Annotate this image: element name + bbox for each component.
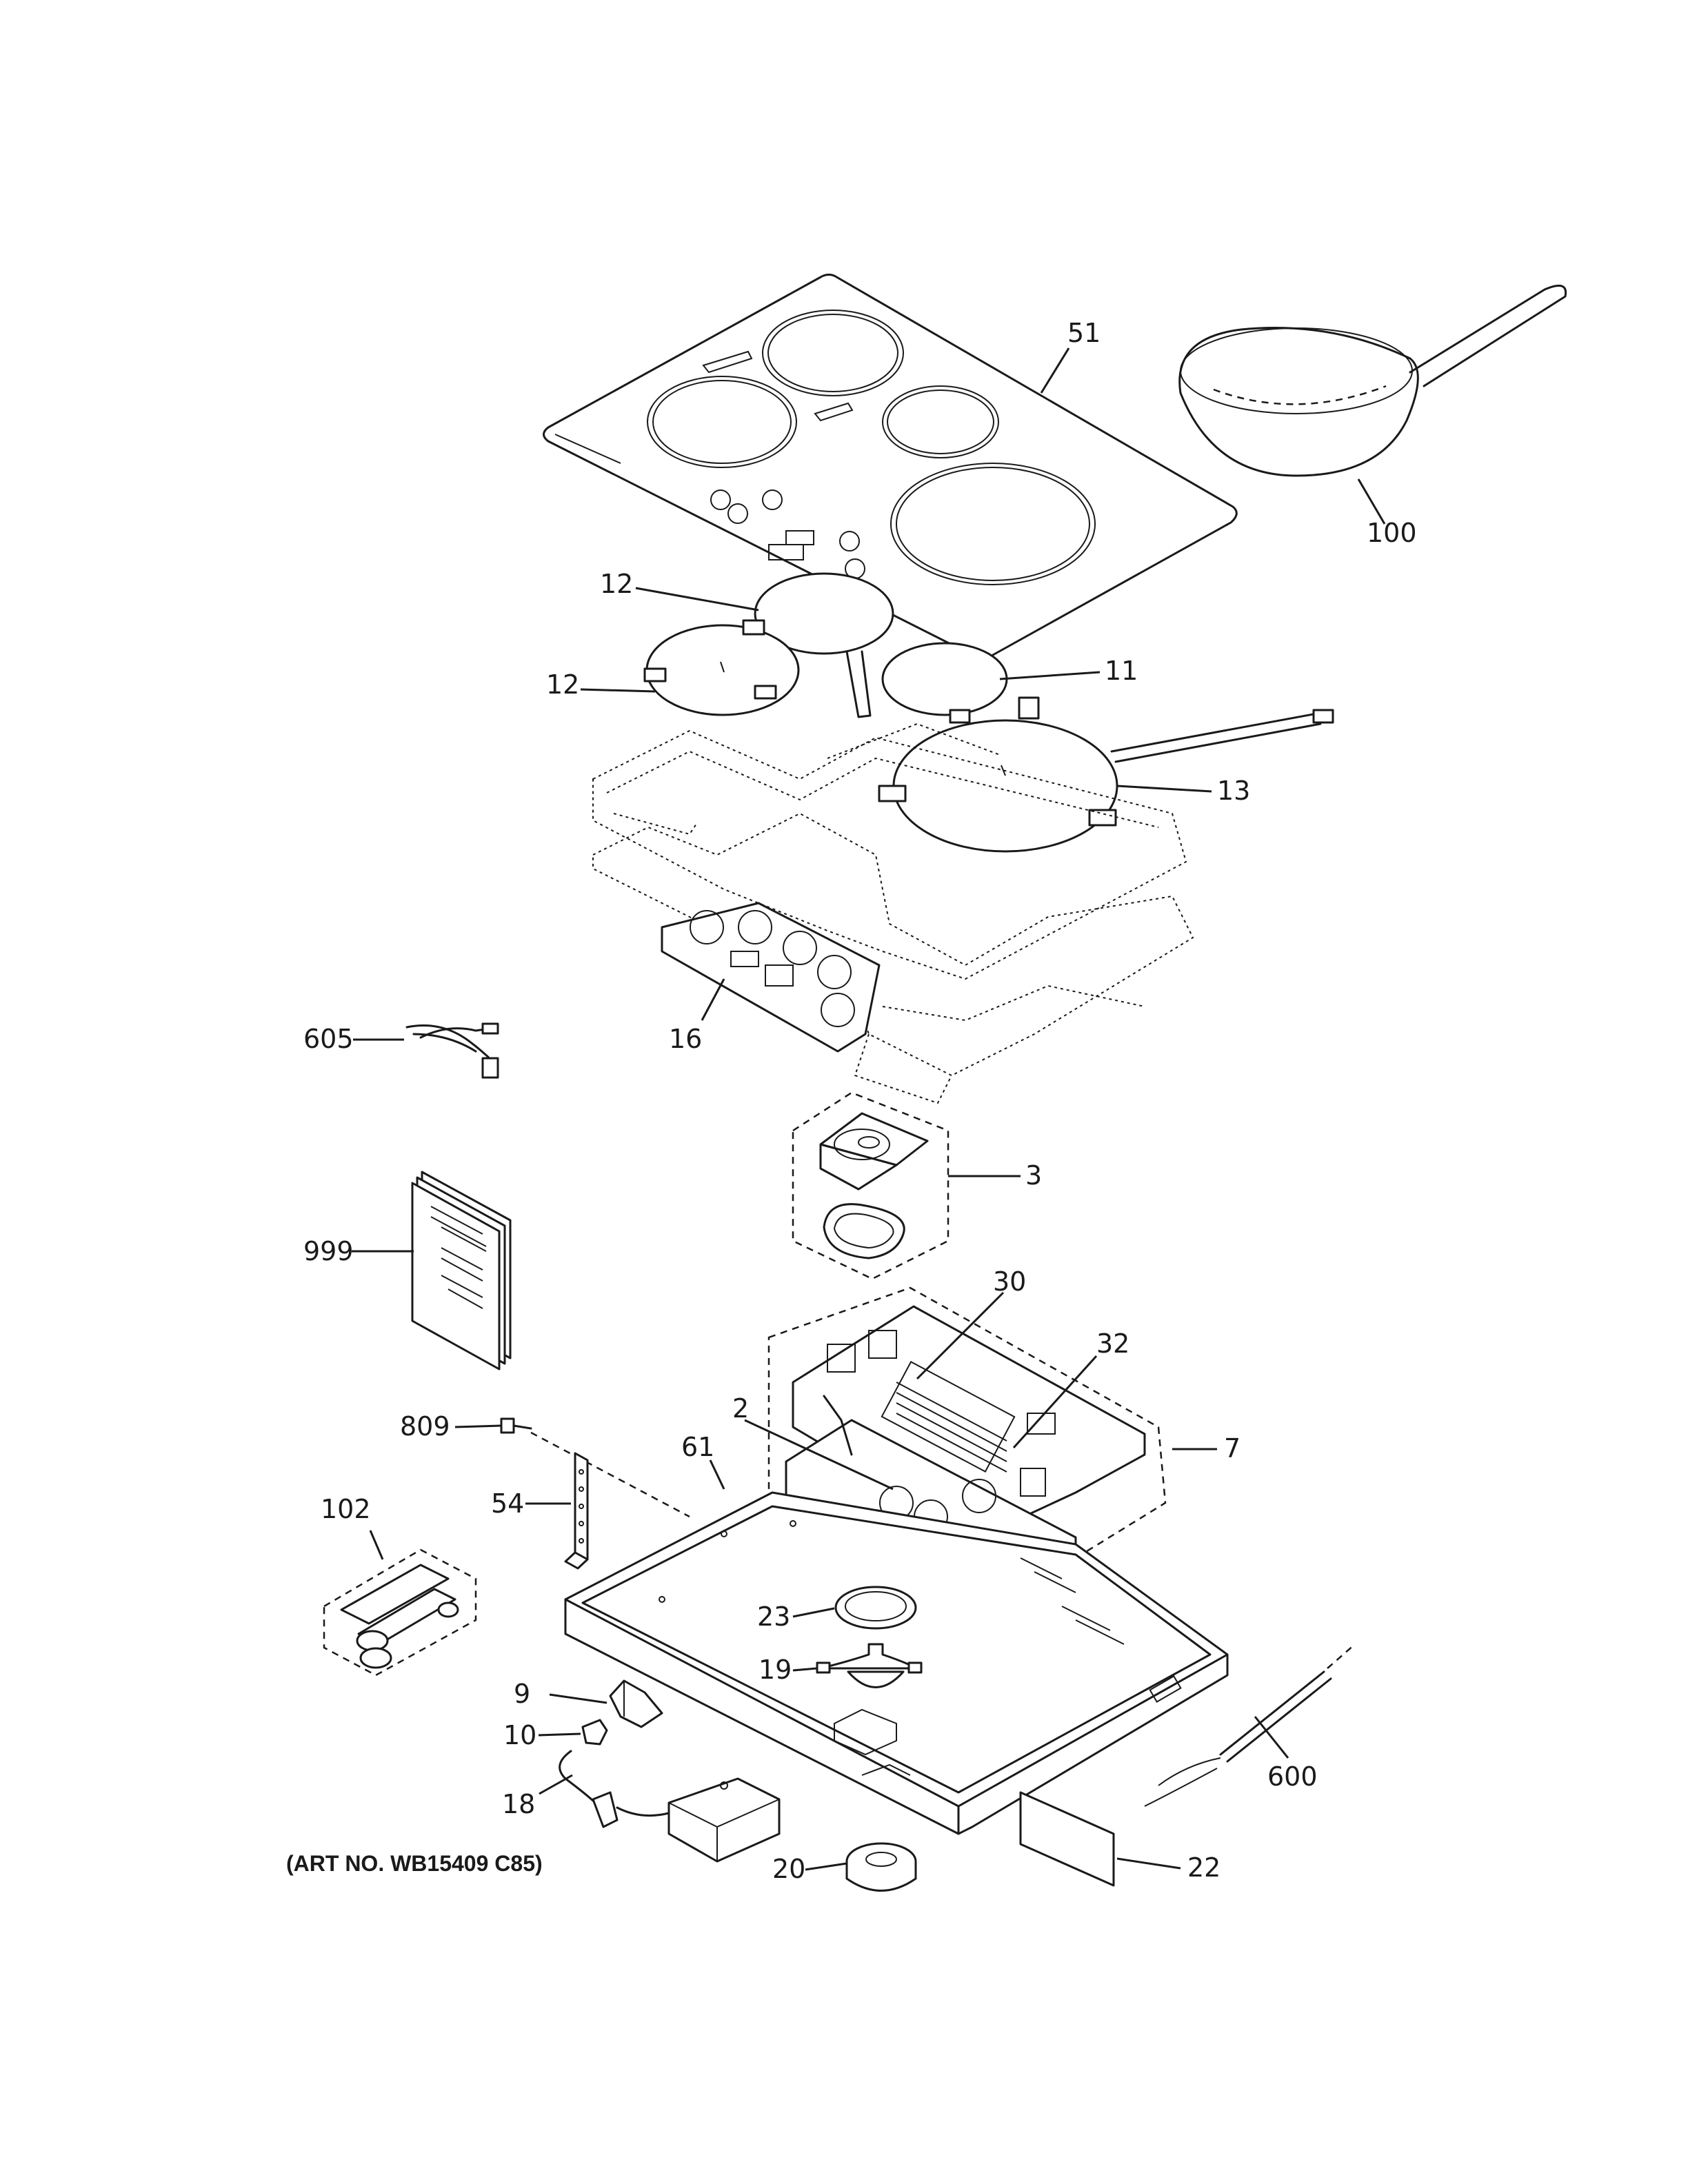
callout-61: 61 [681, 1432, 714, 1462]
callout-16: 16 [669, 1024, 702, 1054]
clip-part[interactable] [581, 1719, 608, 1746]
callout-22: 22 [1187, 1852, 1220, 1883]
induction-coil-rear-left[interactable] [754, 572, 894, 718]
wire-harness-part[interactable] [405, 1022, 499, 1079]
lower-support-bracket [592, 812, 1194, 1104]
rating-label-part[interactable] [1019, 1791, 1115, 1887]
foot-kit-part[interactable] [323, 1548, 477, 1677]
leader-lines [352, 347, 1386, 1871]
induction-coil-front-left[interactable] [643, 619, 800, 716]
callout-10: 10 [503, 1720, 536, 1750]
callout-102: 102 [321, 1494, 371, 1524]
callout-18: 18 [502, 1789, 535, 1819]
fan-assembly-part[interactable] [792, 1091, 950, 1280]
frying-pan-part[interactable] [1178, 284, 1567, 477]
grommet-part[interactable] [845, 1842, 917, 1892]
callout-32: 32 [1096, 1328, 1129, 1359]
callout-7: 7 [1224, 1433, 1240, 1464]
callout-100: 100 [1367, 518, 1417, 548]
mounting-bracket-part[interactable] [564, 1452, 589, 1570]
ring-part[interactable] [834, 1586, 917, 1630]
callout-9: 9 [514, 1679, 530, 1709]
induction-coil-rear-right[interactable] [881, 642, 1008, 724]
callout-11: 11 [1105, 656, 1138, 686]
coil-support-bracket [592, 722, 1187, 980]
callout-12-lower: 12 [546, 669, 579, 700]
callout-54: 54 [491, 1488, 524, 1519]
glass-cooktop-part[interactable] [543, 273, 1238, 659]
callout-2: 2 [732, 1393, 749, 1424]
callout-999: 999 [303, 1236, 354, 1266]
callout-605: 605 [303, 1024, 354, 1054]
owners-manual-part[interactable] [411, 1171, 512, 1371]
control-board-part[interactable] [661, 902, 881, 1053]
art-number: (ART NO. WB15409 C85) [286, 1851, 543, 1876]
callout-12-upper: 12 [600, 569, 633, 599]
callout-30: 30 [993, 1266, 1026, 1297]
fan-mount-part[interactable] [816, 1643, 923, 1688]
control-module-part[interactable] [559, 1750, 781, 1863]
mounting-screw-part[interactable] [500, 1417, 690, 1518]
callout-809: 809 [400, 1411, 450, 1442]
callout-19: 19 [758, 1655, 792, 1685]
callout-13: 13 [1217, 776, 1250, 806]
terminal-cover-part[interactable] [609, 1679, 663, 1728]
callout-3: 3 [1025, 1160, 1042, 1191]
callout-20: 20 [772, 1854, 805, 1884]
power-cord-part[interactable] [1144, 1644, 1356, 1807]
callout-600: 600 [1267, 1761, 1318, 1792]
induction-coil-front-right[interactable] [878, 696, 1334, 853]
callout-23: 23 [757, 1601, 790, 1632]
callout-51: 51 [1067, 318, 1101, 348]
